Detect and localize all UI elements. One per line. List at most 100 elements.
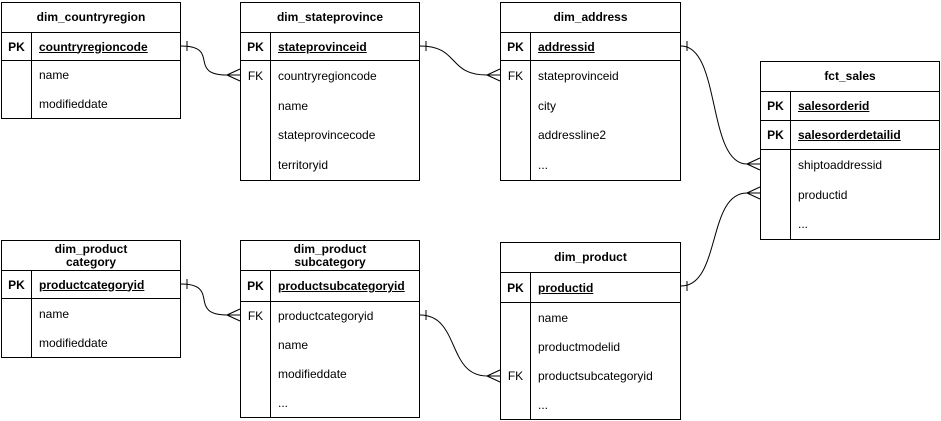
field-row: productid — [761, 179, 939, 210]
field-name: modifieddate — [39, 335, 108, 350]
table-title-line: dim_product — [54, 241, 128, 256]
field-name: name — [39, 306, 70, 321]
field-row: ... — [761, 209, 939, 240]
field-row: ... — [241, 388, 419, 417]
field-name: modifieddate — [39, 96, 108, 111]
field-name: productcategoryid — [278, 309, 374, 324]
pk-badge: PK — [2, 33, 32, 60]
table-title: dim_address — [501, 3, 680, 33]
pk-badge: PK — [2, 271, 32, 298]
field-name: name — [39, 68, 70, 83]
field-name: city — [538, 98, 556, 113]
field-row: modifieddate — [2, 89, 180, 118]
field-row: FK stateprovinceid — [501, 61, 680, 91]
connector-dim_stateprovince-to-dim_address[interactable] — [419, 41, 501, 82]
fk-badge: FK — [501, 61, 531, 91]
field-name: addressid — [538, 39, 595, 54]
field-name: countryregioncode — [39, 39, 148, 54]
field-name: name — [538, 310, 569, 325]
key-cell-empty — [761, 179, 791, 210]
connector-dim_countryregion-to-dim_stateprovince[interactable] — [180, 41, 241, 82]
connector-curve[interactable] — [419, 314, 488, 377]
field-row: modifieddate — [241, 359, 419, 389]
fk-badge: FK — [501, 361, 531, 390]
primary-key-row: PK countryregioncode — [2, 33, 180, 61]
pk-badge: PK — [241, 33, 271, 60]
field-name: ... — [798, 217, 809, 232]
field-name: productid — [538, 280, 594, 295]
connector-curve[interactable] — [180, 283, 228, 316]
field-name: stateprovinceid — [538, 68, 619, 83]
table-title-line: dim_address — [553, 10, 628, 24]
field-name: productcategoryid — [39, 277, 145, 292]
connector-curve[interactable] — [180, 45, 228, 76]
key-cell-empty — [761, 150, 791, 180]
key-cell-empty — [2, 89, 32, 118]
field-row: shiptoaddressid — [761, 150, 939, 180]
key-cell-empty — [501, 332, 531, 361]
pk-badge: PK — [761, 121, 791, 149]
field-row: name — [2, 61, 180, 90]
field-name: addressline2 — [538, 128, 607, 143]
key-cell-empty — [501, 390, 531, 419]
field-row: name — [241, 90, 419, 121]
connector-dim_product_category-to-dim_product_subcategory[interactable] — [180, 279, 241, 322]
table-title-line: category — [65, 254, 117, 269]
key-cell-empty — [2, 61, 32, 90]
field-row: name — [501, 303, 680, 332]
connector-dim_product-to-fct_sales[interactable] — [680, 186, 761, 291]
field-name: stateprovinceid — [278, 39, 367, 54]
pk-badge: PK — [761, 92, 791, 120]
table-title: fct_sales — [761, 62, 939, 92]
connector-dim_product_subcategory-to-dim_product[interactable] — [419, 310, 501, 383]
field-name: countryregioncode — [278, 68, 377, 83]
key-cell-empty — [501, 150, 531, 180]
key-cell-empty — [241, 330, 271, 360]
field-name: stateprovincecode — [278, 128, 376, 143]
field-name: ... — [278, 395, 289, 410]
primary-key-row: PK stateprovinceid — [241, 33, 419, 61]
key-cell-empty — [241, 90, 271, 121]
field-row: productmodelid — [501, 332, 680, 361]
field-row: addressline2 — [501, 120, 680, 151]
field-row: modifieddate — [2, 328, 180, 357]
table-title-line: dim_countryregion — [36, 10, 146, 24]
table-title-line: dim_product — [293, 241, 367, 256]
key-cell-empty — [761, 209, 791, 240]
pk-badge: PK — [241, 271, 271, 301]
connector-curve[interactable] — [419, 45, 488, 76]
primary-key-row: PK salesorderid — [761, 92, 939, 121]
field-row: territoryid — [241, 150, 419, 180]
key-cell-empty — [501, 303, 531, 332]
table-body: name modifieddate — [2, 299, 180, 357]
key-cell-empty — [2, 328, 32, 357]
field-name: salesorderdetailid — [798, 128, 901, 142]
table-title-line: fct_sales — [824, 69, 876, 83]
field-name: territoryid — [278, 158, 329, 173]
table-title-line: dim_product — [554, 250, 627, 264]
connector-curve[interactable] — [680, 192, 748, 287]
key-cell-empty — [501, 120, 531, 151]
cardinality-many-crowfoot — [486, 68, 501, 82]
table-title: dim_countryregion — [2, 3, 180, 33]
field-name: salesorderid — [798, 99, 870, 113]
connector-dim_address-to-fct_sales[interactable] — [680, 41, 761, 171]
field-row: stateprovincecode — [241, 120, 419, 151]
connector-curve[interactable] — [680, 45, 748, 165]
